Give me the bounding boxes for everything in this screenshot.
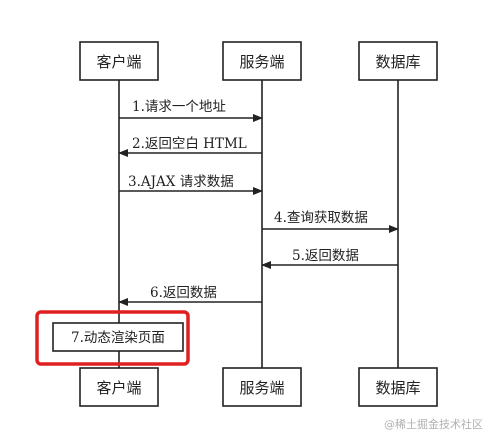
self-step-render: 7.动态渲染页面 [35, 310, 190, 366]
self-step-label: 7.动态渲染页面 [71, 330, 165, 346]
participant-server-top: 服务端 [222, 41, 302, 81]
participant-label: 服务端 [239, 53, 284, 71]
message-label: 6.返回数据 [150, 285, 217, 301]
participant-label: 客户端 [96, 53, 141, 71]
highlight-frame [35, 310, 190, 366]
message-label: 3.AJAX 请求数据 [128, 174, 234, 190]
message-6: 6.返回数据 [118, 285, 262, 306]
participant-label: 数据库 [375, 53, 420, 71]
message-3: 3.AJAX 请求数据 [119, 174, 263, 195]
message-4: 4.查询获取数据 [262, 210, 399, 233]
participant-server-bottom: 服务端 [222, 367, 302, 407]
message-label: 4.查询获取数据 [274, 210, 368, 226]
participant-database-bottom: 数据库 [358, 367, 438, 407]
message-2: 2.返回空白 HTML [118, 136, 262, 157]
participant-database-top: 数据库 [358, 41, 438, 81]
participant-label: 客户端 [96, 379, 141, 397]
message-5: 5.返回数据 [261, 248, 398, 269]
message-label: 2.返回空白 HTML [132, 136, 247, 152]
message-label: 5.返回数据 [292, 248, 359, 264]
participant-label: 服务端 [239, 379, 284, 397]
participant-client-bottom: 客户端 [79, 367, 159, 407]
message-label: 1.请求一个地址 [132, 99, 226, 115]
message-1: 1.请求一个地址 [119, 99, 263, 122]
participant-client-top: 客户端 [79, 41, 159, 81]
watermark: @稀土掘金技术社区 [384, 417, 483, 431]
participant-label: 数据库 [375, 379, 420, 397]
